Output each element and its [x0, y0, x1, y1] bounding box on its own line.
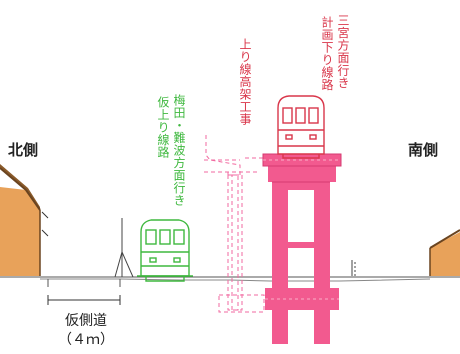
planned-down-line-text: 計画下り線路: [320, 16, 334, 91]
temp-up-direction-text: 梅田・難波方面行き: [172, 94, 186, 207]
catenary-pole: [114, 218, 134, 278]
south-building: [429, 229, 460, 276]
temp-up-line-text: 仮上り線路: [156, 96, 170, 159]
temporary-structure-outline: [204, 135, 266, 313]
temp-road-width-label: （４ｍ）: [58, 332, 114, 348]
temp-road-label: 仮側道: [65, 313, 107, 329]
ground-line: [0, 276, 460, 287]
north-side-label: 北側: [8, 141, 39, 159]
up-line-elevated-text: 上り線高架工事: [238, 38, 252, 126]
south-post: [351, 260, 356, 276]
north-building: [0, 164, 49, 276]
south-side-label: 南側: [408, 141, 439, 159]
planned-viaduct: [262, 153, 342, 344]
planned-down-direction-text: 三宮方面行き: [336, 14, 350, 89]
temporary-up-train: [137, 219, 193, 282]
planned-down-train: [277, 95, 325, 159]
temp-road-dimension: [47, 295, 121, 305]
